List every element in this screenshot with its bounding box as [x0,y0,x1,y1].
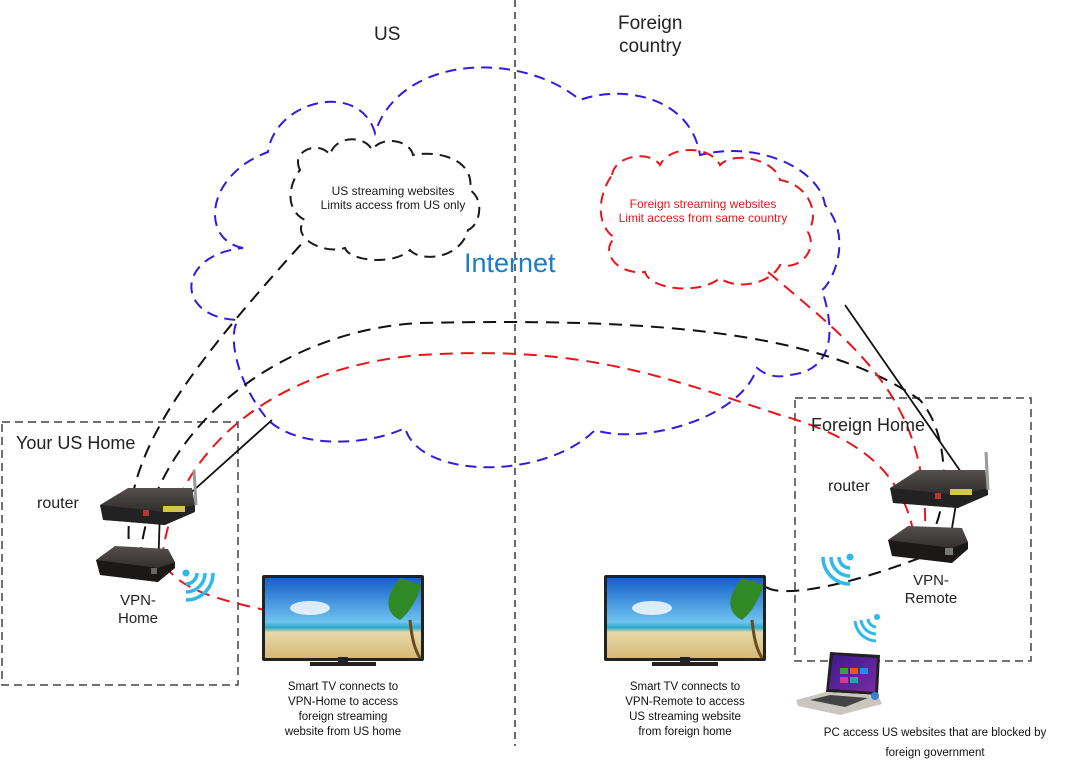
foreign-streaming-cloud-text: Foreign streaming websites Limit access … [594,197,812,226]
tv-foreign-caption-line: Smart TV connects to [629,681,741,693]
us-home-box [1,421,239,686]
tv-us-connection [164,564,266,611]
tv-us-caption-line: website from US home [284,725,402,738]
us-streaming-cloud-text: US streaming websites Limits access from… [302,184,484,213]
foreign-path-vpnhome-to-vpnremote [161,352,916,561]
foreign-streaming-line1: Foreign streaming websites [629,197,777,211]
pc-caption-line: foreign government [885,746,985,759]
vpn-home-label: VPN- Home [112,592,164,628]
tv-foreign-connection [765,551,936,593]
region-label-foreign-line2: country [619,35,682,57]
vpn-remote-label-line1: VPN- [913,572,949,589]
us-router-icon [100,469,198,525]
tv-us-caption: Smart TV connects to VPN-Home to access … [262,680,424,740]
internet-label: Internet [464,248,556,278]
region-label-foreign-line1: Foreign [618,13,683,34]
us-home-title: Your US Home [16,433,136,453]
tv-us-caption-line: Smart TV connects to [287,681,399,693]
foreign-home-box [794,397,1032,662]
internet-cloud [190,66,841,469]
us-streaming-line1: US streaming websites [331,184,455,198]
tv-foreign-caption-line: US streaming website [629,710,741,723]
wifi-icon-vpn-remote [821,553,854,586]
tv-foreign-caption-line: VPN-Remote to access [625,695,745,708]
us-streaming-cloud [289,138,481,261]
us-streaming-line2: Limits access from US only [320,198,466,213]
region-label-foreign: Foreign country [618,13,682,59]
us-router-label: router [37,495,79,512]
vpn-remote-device-icon [888,526,968,563]
smart-tv-us-icon [262,575,424,666]
wifi-icon-laptop [853,614,880,643]
vpn-home-label-line2: Home [117,610,158,627]
tv-foreign-caption: Smart TV connects to VPN-Remote to acces… [604,680,766,740]
tv-us-caption-line: foreign streaming [298,710,388,723]
foreign-home-title: Foreign Home [811,415,926,435]
region-label-us: US [374,24,401,45]
foreign-streaming-cloud [599,149,814,290]
tv-foreign-caption-line: from foreign home [638,725,732,738]
laptop-pc-icon [796,652,882,715]
pc-caption-line: PC access US websites that are blocked b… [823,727,1047,739]
foreign-router-label: router [828,478,870,495]
tv-us-caption-line: VPN-Home to access [288,695,398,708]
vpn-home-device-icon [96,546,175,582]
vpn-remote-label: VPN- Remote [896,572,966,608]
us-path-vpnhome-to-us-cloud [127,239,306,561]
wifi-icon-vpn-home [182,569,215,602]
foreign-streaming-line2: Limit access from same country [618,211,788,226]
smart-tv-foreign-icon [604,575,766,666]
foreign-router-uplink [844,304,971,486]
vpn-home-label-line1: VPN- [120,592,156,609]
vpn-remote-label-line2: Remote [904,590,958,607]
pc-caption: PC access US websites that are blocked b… [800,724,1067,763]
foreign-router-icon [890,451,990,508]
